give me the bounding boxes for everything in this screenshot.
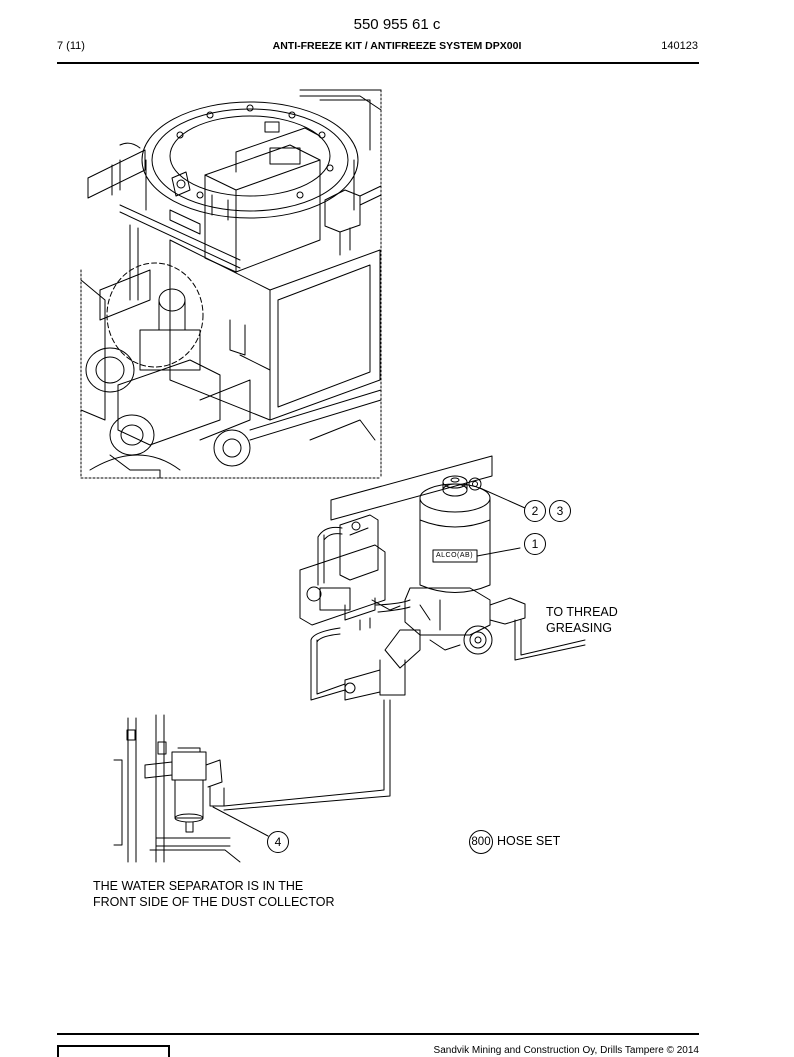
callout-4: 4 [267, 831, 289, 853]
water-separator-note: THE WATER SEPARATOR IS IN THE FRONT SIDE… [93, 878, 334, 910]
page-indicator: 7 (11) [57, 40, 85, 52]
thread-greasing-line-1: TO THREAD [546, 605, 618, 619]
callout-3: 3 [549, 500, 571, 522]
leader-lines [212, 487, 526, 837]
thread-greasing-label: TO THREAD GREASING [546, 604, 618, 636]
callout-2: 2 [524, 500, 546, 522]
document-number: 550 955 61 c [353, 16, 441, 33]
thread-greasing-line-2: GREASING [546, 621, 612, 635]
footer-copyright: Sandvik Mining and Construction Oy, Dril… [433, 1045, 699, 1056]
tank-brand-label: ALCO(AB) [436, 552, 474, 559]
callout-800: 800 [469, 830, 493, 854]
sandvik-logo [57, 1045, 170, 1057]
page-title: ANTI-FREEZE KIT / ANTIFREEZE SYSTEM DPX0… [272, 40, 522, 52]
footer-rule [57, 1033, 699, 1035]
dust-collector-assembly [80, 89, 382, 479]
header-rule [57, 62, 699, 64]
note-line-1: THE WATER SEPARATOR IS IN THE [93, 879, 304, 893]
lid-bolts [176, 104, 334, 199]
note-line-2: FRONT SIDE OF THE DUST COLLECTOR [93, 895, 335, 909]
water-separator-assembly [113, 714, 241, 863]
date-code: 140123 [661, 40, 698, 52]
callout-1: 1 [524, 533, 546, 555]
hose-set-label: HOSE SET [497, 834, 561, 848]
